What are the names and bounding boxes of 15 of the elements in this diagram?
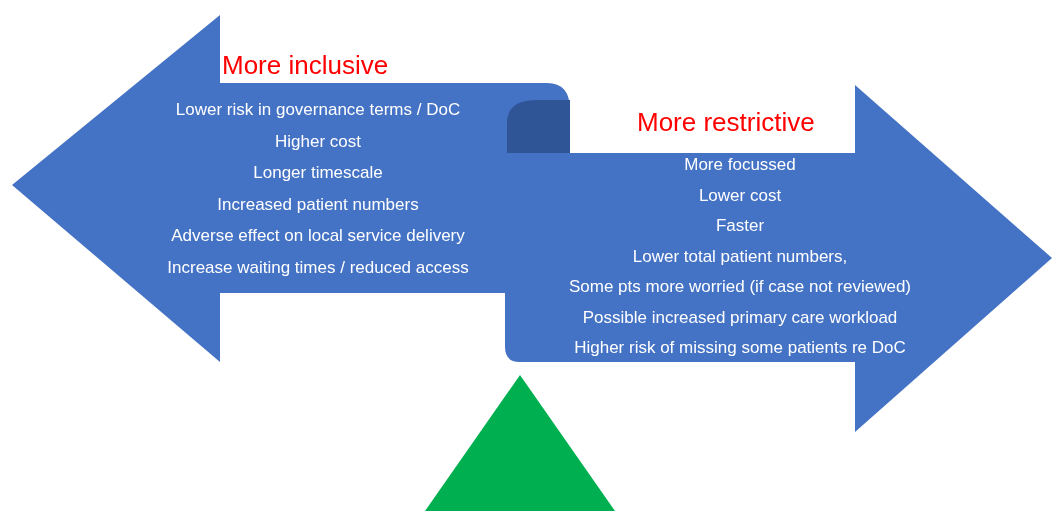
list-item: Adverse effect on local service delivery — [171, 226, 465, 246]
list-item: Lower cost — [698, 185, 782, 206]
list-item: Lower risk in governance terms / DoC — [175, 100, 461, 120]
list-item: Increase waiting times / reduced access — [167, 257, 469, 278]
list-item: Lower total patient numbers, — [632, 246, 848, 267]
heading: More inclusive — [222, 50, 389, 81]
list-item: Possible increased primary care workload — [582, 307, 898, 328]
list-item: Some pts more worried (if case not reviewed) — [569, 277, 911, 297]
heading: More restrictive — [637, 107, 815, 138]
list-item: Increased patient numbers — [217, 194, 419, 215]
list-item: Longer timescale — [253, 163, 383, 183]
list-item: Faster — [715, 216, 765, 236]
list-item: More focussed — [684, 155, 796, 175]
list-item: Higher cost — [275, 131, 361, 152]
list-item: Higher risk of missing some patients re DoC — [574, 338, 906, 358]
